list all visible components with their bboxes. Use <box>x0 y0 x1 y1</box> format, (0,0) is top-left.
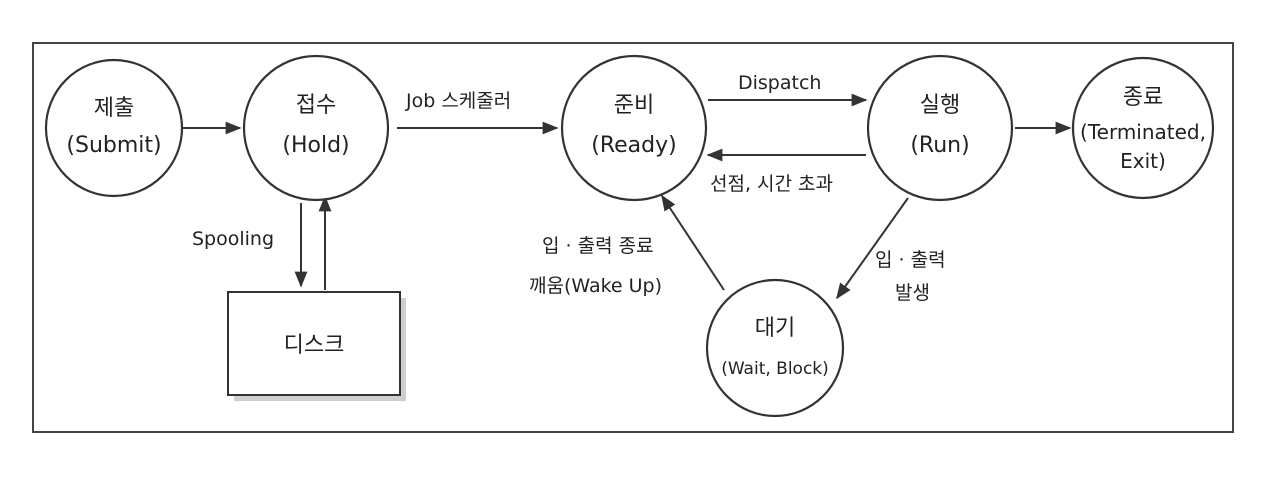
node-hold: 접수 (Hold) <box>242 54 390 202</box>
node-submit-title: 제출 <box>94 96 134 121</box>
node-ready-title: 준비 <box>614 93 654 118</box>
node-submit-subtitle: (Submit) <box>66 133 161 158</box>
edge-run-to-wait <box>836 197 909 300</box>
node-run-title: 실행 <box>920 93 960 118</box>
node-disk: 디스크 <box>227 291 406 401</box>
node-hold-subtitle: (Hold) <box>282 133 349 158</box>
node-terminated: 종료 (Terminated, Exit) <box>1071 56 1215 200</box>
node-wait-title: 대기 <box>755 316 795 341</box>
node-terminated-subtitle: (Terminated, <box>1080 120 1206 144</box>
edge-label-io-occur-1: 입 · 출력 <box>875 249 946 271</box>
node-terminated-subtitle-2: Exit) <box>1120 149 1166 173</box>
node-wait-subtitle: (Wait, Block) <box>721 359 829 379</box>
edge-label-spooling: Spooling <box>192 228 274 250</box>
diagram-frame <box>32 42 1234 433</box>
node-wait: 대기 (Wait, Block) <box>705 278 845 418</box>
node-ready-subtitle: (Ready) <box>591 133 676 158</box>
edge-wait-to-ready <box>661 194 725 291</box>
node-hold-title: 접수 <box>296 93 336 118</box>
node-run: 실행 (Run) <box>866 54 1014 202</box>
edge-label-dispatch: Dispatch <box>738 72 821 94</box>
edge-label-io-done-2: 깨움(Wake Up) <box>529 275 662 297</box>
node-ready: 준비 (Ready) <box>560 54 708 202</box>
edge-label-preempt: 선점, 시간 초과 <box>710 173 833 195</box>
node-disk-label: 디스크 <box>284 333 345 358</box>
node-run-subtitle: (Run) <box>910 133 969 158</box>
edge-label-job-scheduler: Job 스케줄러 <box>405 90 511 112</box>
node-terminated-title: 종료 <box>1123 85 1163 110</box>
node-submit: 제출 (Submit) <box>44 58 184 198</box>
edge-label-io-occur-2: 발생 <box>895 282 930 304</box>
edge-label-io-done-1: 입 · 출력 종료 <box>542 235 654 257</box>
